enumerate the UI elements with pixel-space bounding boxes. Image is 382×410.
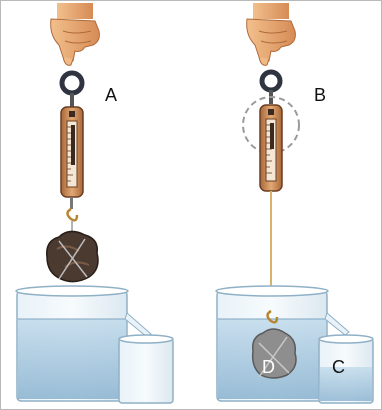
rock-icon bbox=[47, 231, 98, 281]
hand-icon bbox=[247, 3, 296, 65]
hook-icon bbox=[68, 209, 78, 220]
ring-icon bbox=[262, 72, 280, 90]
label-a: A bbox=[105, 85, 117, 106]
hand-icon bbox=[51, 3, 100, 65]
setup-a bbox=[16, 3, 173, 403]
label-d: D bbox=[262, 357, 275, 378]
label-b: B bbox=[314, 85, 326, 106]
label-c: C bbox=[332, 357, 345, 378]
spring-scale-icon bbox=[61, 107, 83, 197]
setup-b bbox=[216, 3, 373, 403]
spring-scale-icon bbox=[260, 105, 282, 191]
overflow-cup-icon bbox=[119, 335, 173, 403]
ring-icon bbox=[62, 73, 82, 93]
overflow-cup-icon bbox=[319, 335, 373, 403]
